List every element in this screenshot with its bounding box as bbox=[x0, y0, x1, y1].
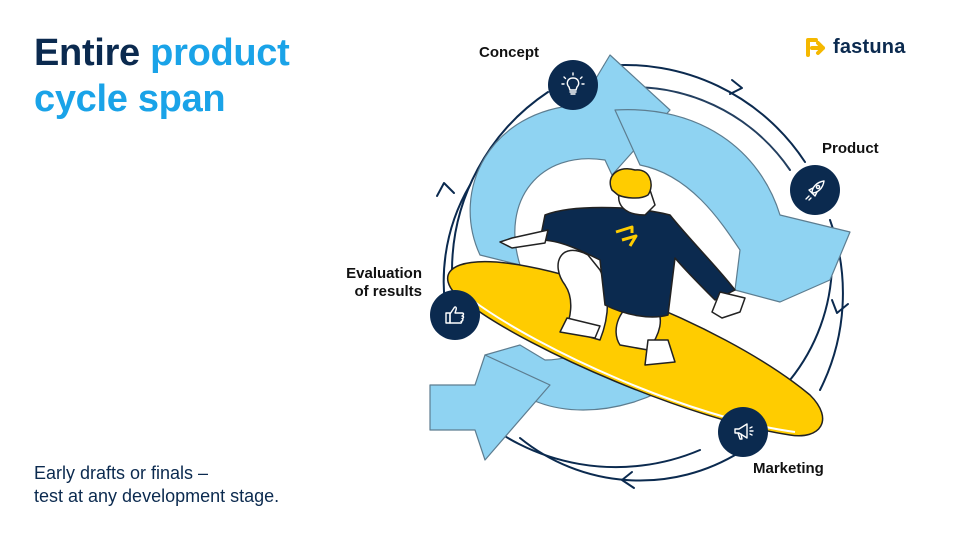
ring-arrowheads bbox=[436, 79, 849, 489]
title-dark-word: Entire bbox=[34, 32, 140, 74]
stage-label-evaluation-line-1: Evaluation bbox=[346, 265, 422, 282]
title-accent-word: product bbox=[150, 32, 290, 74]
logo-mark-icon bbox=[806, 37, 825, 57]
logo-text: fastuna bbox=[833, 36, 906, 58]
stage-label-marketing: Marketing bbox=[753, 460, 824, 477]
page-title: Entire product cycle span bbox=[34, 30, 290, 122]
stage-label-product: Product bbox=[822, 140, 879, 157]
title-accent-line2: cycle span bbox=[34, 78, 226, 120]
subtitle-line-1: Early drafts or finals – bbox=[34, 463, 209, 483]
subtitle-line-2: test at any development stage. bbox=[34, 486, 280, 506]
megaphone-icon bbox=[718, 407, 768, 457]
subtitle: Early drafts or finals – test at any dev… bbox=[34, 462, 364, 508]
brand-logo: fastuna bbox=[803, 36, 906, 59]
stage-label-evaluation-line-2: of results bbox=[354, 283, 422, 300]
stage-label-concept: Concept bbox=[479, 44, 539, 61]
rocket-icon bbox=[790, 165, 840, 215]
surfer-figure bbox=[499, 168, 746, 366]
lightbulb-icon bbox=[548, 60, 598, 110]
stage-label-evaluation: Evaluation of results bbox=[310, 265, 422, 301]
thumbs-up-icon bbox=[430, 290, 480, 340]
